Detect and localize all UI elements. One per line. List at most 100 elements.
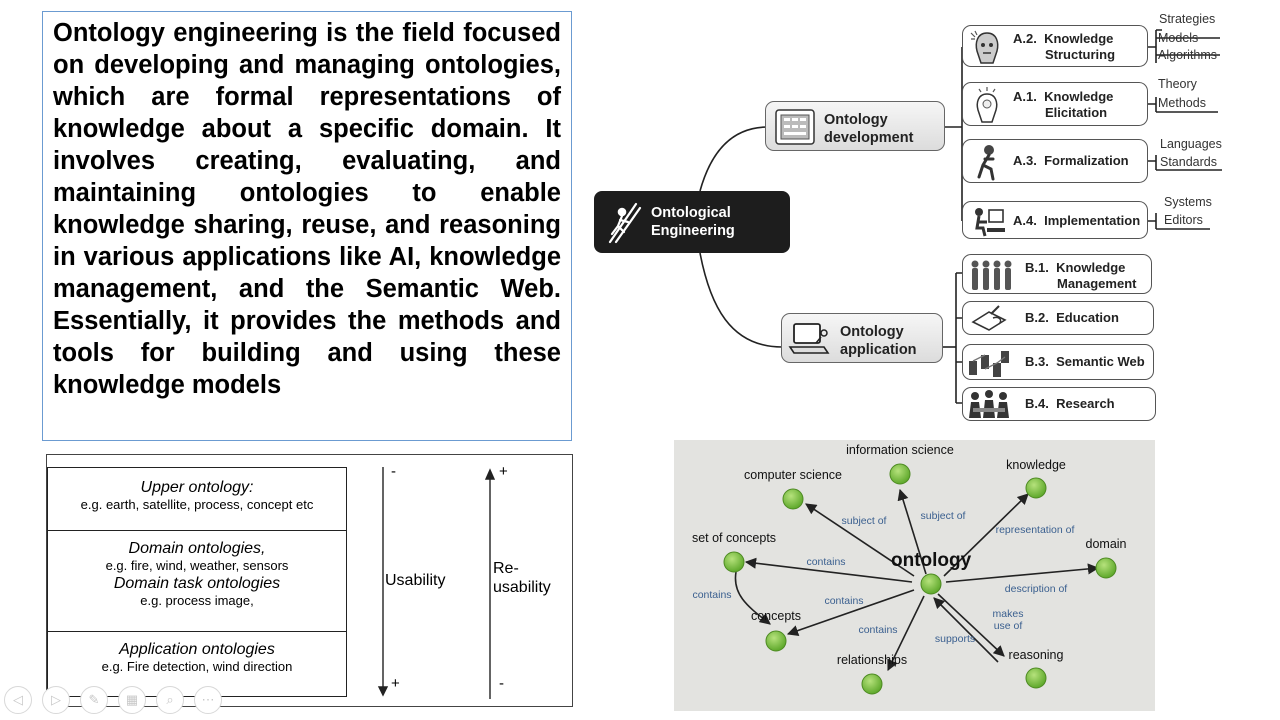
node-computer-science <box>782 488 804 510</box>
development-label-line1: Ontology <box>824 112 888 128</box>
network-graph <box>723 463 1117 695</box>
blueprint-icon <box>775 109 815 145</box>
a1-code: A.1. <box>1013 89 1037 104</box>
upper-ontology-title: Upper ontology: <box>140 479 254 496</box>
node-ontology-development: Ontology development <box>765 101 945 151</box>
b1-line2: Management <box>1057 276 1137 291</box>
side-editors: Editors <box>1164 213 1203 227</box>
node-implementation: A.4. Implementation <box>962 201 1148 239</box>
edge-label-subject-of-2: subject of <box>920 510 966 522</box>
side-algorithms: Algorithms <box>1158 48 1218 62</box>
label-information-science: information science <box>846 443 954 457</box>
slides-icon[interactable]: ▦ <box>118 686 146 714</box>
label-computer-science: computer science <box>744 468 842 482</box>
edge-ontology-domain <box>945 563 1100 583</box>
node-knowledge <box>1025 477 1047 499</box>
ontological-engineering-mindmap: Ontological Engineering Ontology develop… <box>590 5 1240 425</box>
reusability-bottom-sign: - <box>499 675 504 692</box>
domain-task-ontologies-examples: e.g. process image, <box>140 593 254 608</box>
node-education: B.2. Education <box>962 301 1154 335</box>
edge-ontology-reasoning <box>937 593 1005 657</box>
label-reasoning: reasoning <box>1008 648 1064 662</box>
b2-code: B.2. <box>1025 310 1049 325</box>
root-label-line2: Engineering <box>651 223 735 239</box>
development-label-line2: development <box>824 130 914 146</box>
ontology-levels-diagram: Upper ontology: e.g. earth, satellite, p… <box>46 454 573 707</box>
node-information-science <box>889 463 911 485</box>
b2-line1: Education <box>1056 310 1119 325</box>
side-languages: Languages <box>1160 137 1222 151</box>
a3-line1: Formalization <box>1044 153 1129 168</box>
b4-code: B.4. <box>1025 396 1049 411</box>
edge-label-contains-2: contains <box>692 589 732 601</box>
laptop-icon <box>788 323 830 354</box>
application-label-line1: Ontology <box>840 324 904 340</box>
reusability-top-sign: + <box>499 463 508 480</box>
side-models: Models <box>1158 31 1199 45</box>
node-knowledge-management: B.1. Knowledge Management <box>962 254 1152 294</box>
node-knowledge-structuring: A.2. Knowledge Structuring <box>962 25 1148 67</box>
node-reasoning <box>1025 667 1047 689</box>
a2-line2: Structuring <box>1045 47 1116 62</box>
node-knowledge-elicitation: A.1. Knowledge Elicitation <box>962 82 1148 126</box>
a1-line1: Knowledge <box>1044 89 1114 104</box>
label-knowledge: knowledge <box>1006 458 1066 472</box>
level-application-ontologies: Application ontologies e.g. Fire detecti… <box>47 631 347 697</box>
intro-paragraph: Ontology engineering is the field focuse… <box>53 19 561 399</box>
node-ontology-application: Ontology application <box>781 313 943 363</box>
upper-ontology-examples: e.g. earth, satellite, process, concept … <box>80 497 314 512</box>
a3-code: A.3. <box>1013 153 1037 168</box>
network-servers-icon <box>969 351 1009 377</box>
edge-label-supports: supports <box>934 633 976 645</box>
level-domain-ontologies: Domain ontologies, e.g. fire, wind, weat… <box>47 530 347 632</box>
side-strategies: Strategies <box>1159 12 1216 26</box>
book-hand-icon <box>971 305 1007 331</box>
ontology-concept-network: ontology information science computer sc… <box>674 440 1155 711</box>
lightbulb-head-icon <box>976 87 998 123</box>
computer-user-icon <box>975 208 1005 237</box>
domain-task-ontologies-title: Domain task ontologies <box>113 575 281 592</box>
edge-label-subject-of-1: subject of <box>841 515 887 527</box>
root-node-ontological-engineering: Ontological Engineering <box>594 191 790 253</box>
edge-label-contains-3: contains <box>824 595 864 607</box>
reusability-label: Re- usability <box>493 560 551 596</box>
node-concepts <box>765 630 787 652</box>
node-set-of-concepts <box>723 551 745 573</box>
b3-code: B.3. <box>1025 354 1049 369</box>
side-standards: Standards <box>1160 155 1217 169</box>
node-semantic-web: B.3. Semantic Web <box>962 344 1154 380</box>
usability-label: Usability <box>385 572 446 589</box>
node-research: B.4. Research <box>962 387 1156 421</box>
domain-ontologies-title: Domain ontologies, <box>128 540 266 557</box>
climber-icon <box>608 202 642 244</box>
usability-bottom-sign: + <box>391 675 400 692</box>
b4-line1: Research <box>1056 396 1115 411</box>
node-relationships <box>861 673 883 695</box>
label-relationships: relationships <box>836 653 908 667</box>
zoom-icon[interactable]: ⌕ <box>156 686 184 714</box>
domain-ontologies-examples: e.g. fire, wind, weather, sensors <box>105 558 289 573</box>
edge-set-of-concepts-concepts <box>734 571 771 625</box>
application-ontologies-title: Application ontologies <box>119 641 275 658</box>
meeting-icon <box>969 390 1009 418</box>
node-ontology <box>920 573 942 595</box>
forward-arrow-icon[interactable]: ▷ <box>42 686 70 714</box>
more-icon[interactable]: ⋯ <box>194 686 222 714</box>
level-axes <box>377 467 496 699</box>
back-arrow-icon[interactable]: ◁ <box>4 686 32 714</box>
application-label-line2: application <box>840 342 917 358</box>
edge-label-makes-use-of: makes use of <box>992 608 1024 632</box>
a4-code: A.4. <box>1013 213 1037 228</box>
pen-icon[interactable]: ✎ <box>80 686 108 714</box>
side-systems: Systems <box>1164 195 1212 209</box>
a2-code: A.2. <box>1013 31 1037 46</box>
label-concepts: concepts <box>750 609 802 623</box>
edge-label-description-of: description of <box>1004 583 1068 595</box>
thinker-icon <box>977 145 995 181</box>
side-theory: Theory <box>1158 77 1197 91</box>
a2-line1: Knowledge <box>1044 31 1114 46</box>
edge-label-contains-1: contains <box>806 556 846 568</box>
edge-reasoning-ontology <box>933 597 999 663</box>
people-group-icon <box>971 260 1012 290</box>
node-domain <box>1095 557 1117 579</box>
